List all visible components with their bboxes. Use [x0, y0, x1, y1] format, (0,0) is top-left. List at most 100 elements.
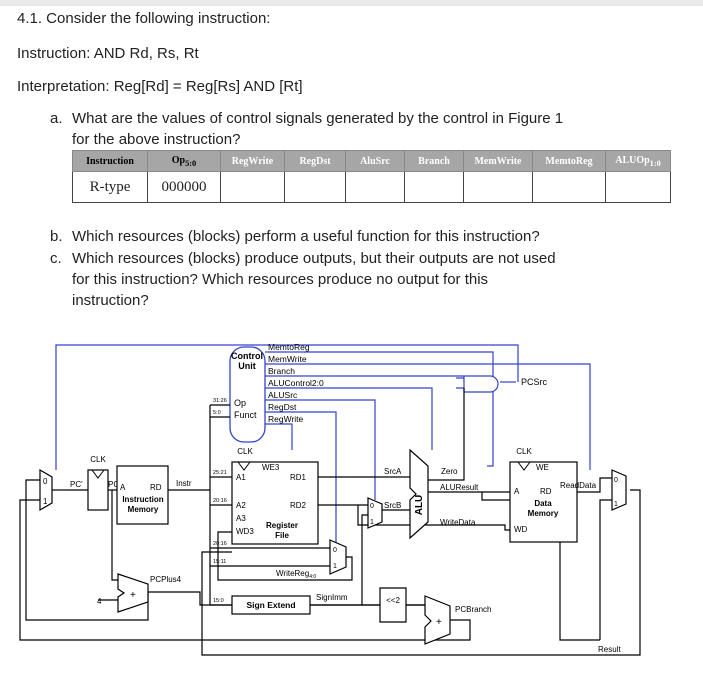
header-memwrite: MemWrite	[463, 150, 533, 172]
pc-clock-edge	[91, 469, 105, 479]
register-file-block	[231, 461, 319, 545]
pcsrc-to-mux-wire	[55, 344, 519, 470]
cell-instruction: R-type	[72, 171, 148, 203]
rf-a2: A2	[236, 501, 246, 510]
zero-wire	[428, 388, 465, 481]
writedata-wire	[357, 505, 510, 531]
regdst-mux	[329, 539, 347, 575]
part-a-text-1: What are the values of control signals g…	[72, 110, 564, 127]
bits-15-0: 15:0	[213, 598, 224, 604]
signal-memtoreg: MemtoReg	[268, 342, 310, 352]
srcb-label: SrcB	[384, 501, 401, 510]
imem-title-2: Memory	[128, 505, 159, 514]
signimm-label: SignImm	[316, 593, 348, 602]
part-a: a. What are the values of control signal…	[50, 108, 690, 153]
writereg-wire	[217, 531, 353, 581]
rf-rd1: RD1	[290, 473, 307, 482]
mux-result-in	[599, 499, 612, 640]
imem-rd: RD	[150, 483, 162, 492]
part-c: c. Which resources (blocks) produce outp…	[50, 248, 690, 314]
result-label: Result	[598, 645, 621, 654]
readdata-wire	[577, 477, 612, 493]
cell-branch[interactable]	[404, 171, 464, 203]
branch-adder	[424, 595, 451, 645]
part-c-text-1: Which resources (blocks) produce outputs…	[72, 250, 556, 267]
part-a-label: a.	[50, 110, 63, 127]
shift-left-2-label: <<2	[386, 596, 400, 605]
memtoreg-wire	[265, 351, 494, 467]
cell-regdst[interactable]	[284, 171, 346, 203]
alusrc-wire	[265, 399, 376, 500]
srca-label: SrcA	[384, 467, 402, 476]
pcplus4-label: PCPlus4	[150, 575, 182, 584]
pcplus4-plus: +	[130, 590, 136, 601]
pcplus4-to-mux-wire	[25, 479, 149, 621]
memtoreg-mux	[611, 469, 627, 511]
alu-label: ALU	[414, 495, 425, 516]
signal-branch: Branch	[268, 366, 295, 376]
writedata-label: WriteData	[440, 518, 476, 527]
table-row: R-type 000000	[72, 171, 671, 203]
regdst-mux-0: 0	[333, 547, 337, 554]
writereg-label: WriteReg4:0	[276, 569, 316, 580]
pc-label: PC	[108, 480, 119, 489]
pcbranch-label: PCBranch	[455, 605, 491, 614]
branch-adder-plus: +	[436, 617, 442, 628]
table-header-row: Instruction Op5:0 RegWrite RegDst AluSrc…	[72, 150, 671, 172]
regdst-mux-1: 1	[333, 563, 337, 570]
control-unit-label-2: Unit	[238, 361, 256, 371]
datapath-wires	[19, 388, 641, 656]
part-c-text-2: for this instruction? Which resources pr…	[72, 271, 489, 288]
part-b-label: b.	[50, 228, 63, 245]
dmem-clock-edge	[517, 461, 531, 471]
header-aluop: ALUOp1:0	[605, 150, 671, 172]
dmem-title-2: Memory	[528, 509, 559, 518]
pc-to-adder-wire	[111, 490, 118, 581]
alusrc-mux-0: 0	[370, 503, 374, 510]
cell-alusrc[interactable]	[345, 171, 405, 203]
memtoreg-mux-0: 0	[614, 477, 618, 484]
imem-a: A	[120, 483, 126, 492]
data-memory-block	[509, 461, 578, 543]
part-c-label: c.	[50, 250, 62, 267]
pc-prime-label: PC'	[70, 480, 83, 489]
instruction-line: Instruction: AND Rd, Rs, Rt	[17, 45, 199, 62]
bits-15-11: 15:11	[213, 559, 226, 565]
pcbranch-wire	[19, 499, 471, 641]
memtoreg-mux-1: 1	[614, 501, 618, 508]
signal-regwrite: RegWrite	[268, 414, 304, 424]
pc-mux	[39, 468, 53, 512]
cell-aluop[interactable]	[605, 171, 671, 203]
page-top-edge	[0, 0, 703, 6]
signal-memwrite: MemWrite	[268, 354, 307, 364]
dmem-clk-label: CLK	[516, 447, 532, 456]
result-wire	[201, 489, 641, 656]
rf-clk-label: CLK	[237, 447, 253, 456]
dmem-we: WE	[536, 463, 549, 472]
cell-memtoreg[interactable]	[532, 171, 606, 203]
header-memtoreg: MemtoReg	[532, 150, 606, 172]
signal-alusrc: ALUSrc	[268, 390, 298, 400]
rf-clock-edge	[237, 461, 251, 471]
rf-a3: A3	[236, 514, 246, 523]
shift-left-2-block	[379, 587, 407, 623]
part-b: b. Which resources (blocks) perform a us…	[50, 226, 690, 247]
regwrite-wire	[265, 423, 293, 450]
and-gate	[463, 375, 499, 393]
bitfield-labels: 31:26 5:0 25:21 20:16 20:16 15:11 15:0	[213, 398, 227, 604]
pc-mux-0: 0	[43, 477, 48, 486]
part-a-text-2: for the above instruction?	[72, 131, 241, 148]
rf-title-1: Register	[266, 521, 298, 530]
bits-25-21: 25:21	[213, 470, 227, 476]
dmem-rd: RD	[540, 487, 552, 496]
dmem-title-1: Data	[534, 499, 552, 508]
bits-20-16-a: 20:16	[213, 498, 227, 504]
cell-memwrite[interactable]	[463, 171, 533, 203]
pcsrc-label: PCSrc	[521, 377, 548, 387]
signal-alucontrol: ALUControl2:0	[268, 378, 324, 388]
header-alusrc: AluSrc	[345, 150, 405, 172]
control-signal-labels: MemtoReg MemWrite Branch ALUControl2:0 A…	[268, 342, 324, 424]
pc-mux-1: 1	[43, 497, 48, 506]
cell-regwrite[interactable]	[220, 171, 285, 203]
four-label: 4	[97, 597, 102, 606]
